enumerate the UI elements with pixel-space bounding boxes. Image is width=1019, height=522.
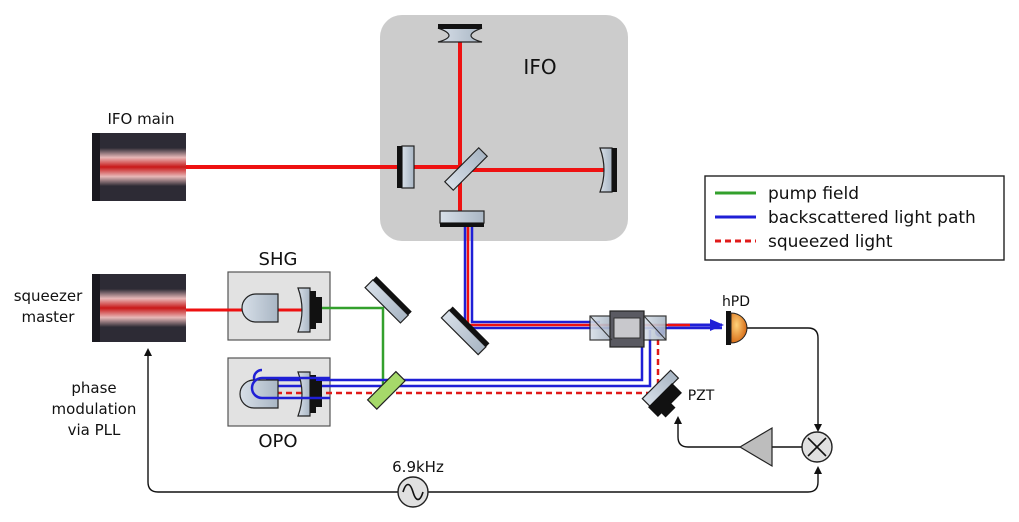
squeezer-label-line1: squeezer (14, 287, 83, 305)
phase-label-line2: modulation (52, 400, 137, 418)
opo-internal-beam (250, 376, 330, 400)
phase-label-line1: phase (71, 379, 116, 397)
pump-field-beam (318, 306, 385, 390)
output-steering-mirror (440, 306, 490, 356)
ifo-end-mirror-east (599, 147, 617, 193)
opo-label: OPO (258, 431, 297, 452)
hpd-signal-line (747, 327, 822, 432)
pzt-mirror (641, 369, 682, 418)
faraday-isolator (589, 310, 667, 348)
shg-mirror (297, 287, 322, 333)
ifo-label: IFO (523, 55, 556, 79)
oscillator-to-laser-line (144, 348, 398, 493)
ifo-output-mirror-south (439, 210, 485, 227)
opo-crystal (239, 379, 279, 409)
ifo-beamsplitter (443, 146, 489, 192)
dichroic-mirror (366, 370, 406, 410)
hpd-label: hPD (722, 294, 750, 310)
pzt-label: PZT (688, 388, 715, 404)
legend-label-pump: pump field (768, 184, 859, 204)
legend-label-backscatter: backscattered light path (768, 208, 976, 228)
ifo-input-mirror-west (397, 145, 415, 189)
ifo-end-mirror-north (437, 24, 483, 43)
amp-to-pzt-line (674, 416, 740, 448)
ifo-main-label: IFO main (107, 110, 174, 128)
oscillator-sine-wave-icon (397, 476, 429, 508)
ifo-enclosure (380, 15, 628, 241)
legend-label-squeezed: squeezed light (768, 232, 893, 252)
frequency-label: 6.9kHz (392, 458, 444, 476)
squeezer-master-laser (92, 274, 186, 342)
amplifier-icon (738, 426, 773, 468)
mixer-multiply-circle-icon (801, 431, 833, 463)
legend: pump field backscattered light path sque… (704, 175, 1005, 261)
shg-crystal (241, 293, 279, 323)
ifo-main-laser (92, 133, 186, 201)
pump-steering-mirror (364, 276, 412, 324)
oscillator-to-mixer-line (428, 466, 822, 493)
shg-label: SHG (259, 249, 298, 270)
squeezer-label-line2: master (22, 308, 76, 326)
phase-label-line3: via PLL (68, 421, 121, 439)
hpd-photodiode-icon (726, 311, 748, 345)
ifo-output-red-path (466, 227, 690, 327)
